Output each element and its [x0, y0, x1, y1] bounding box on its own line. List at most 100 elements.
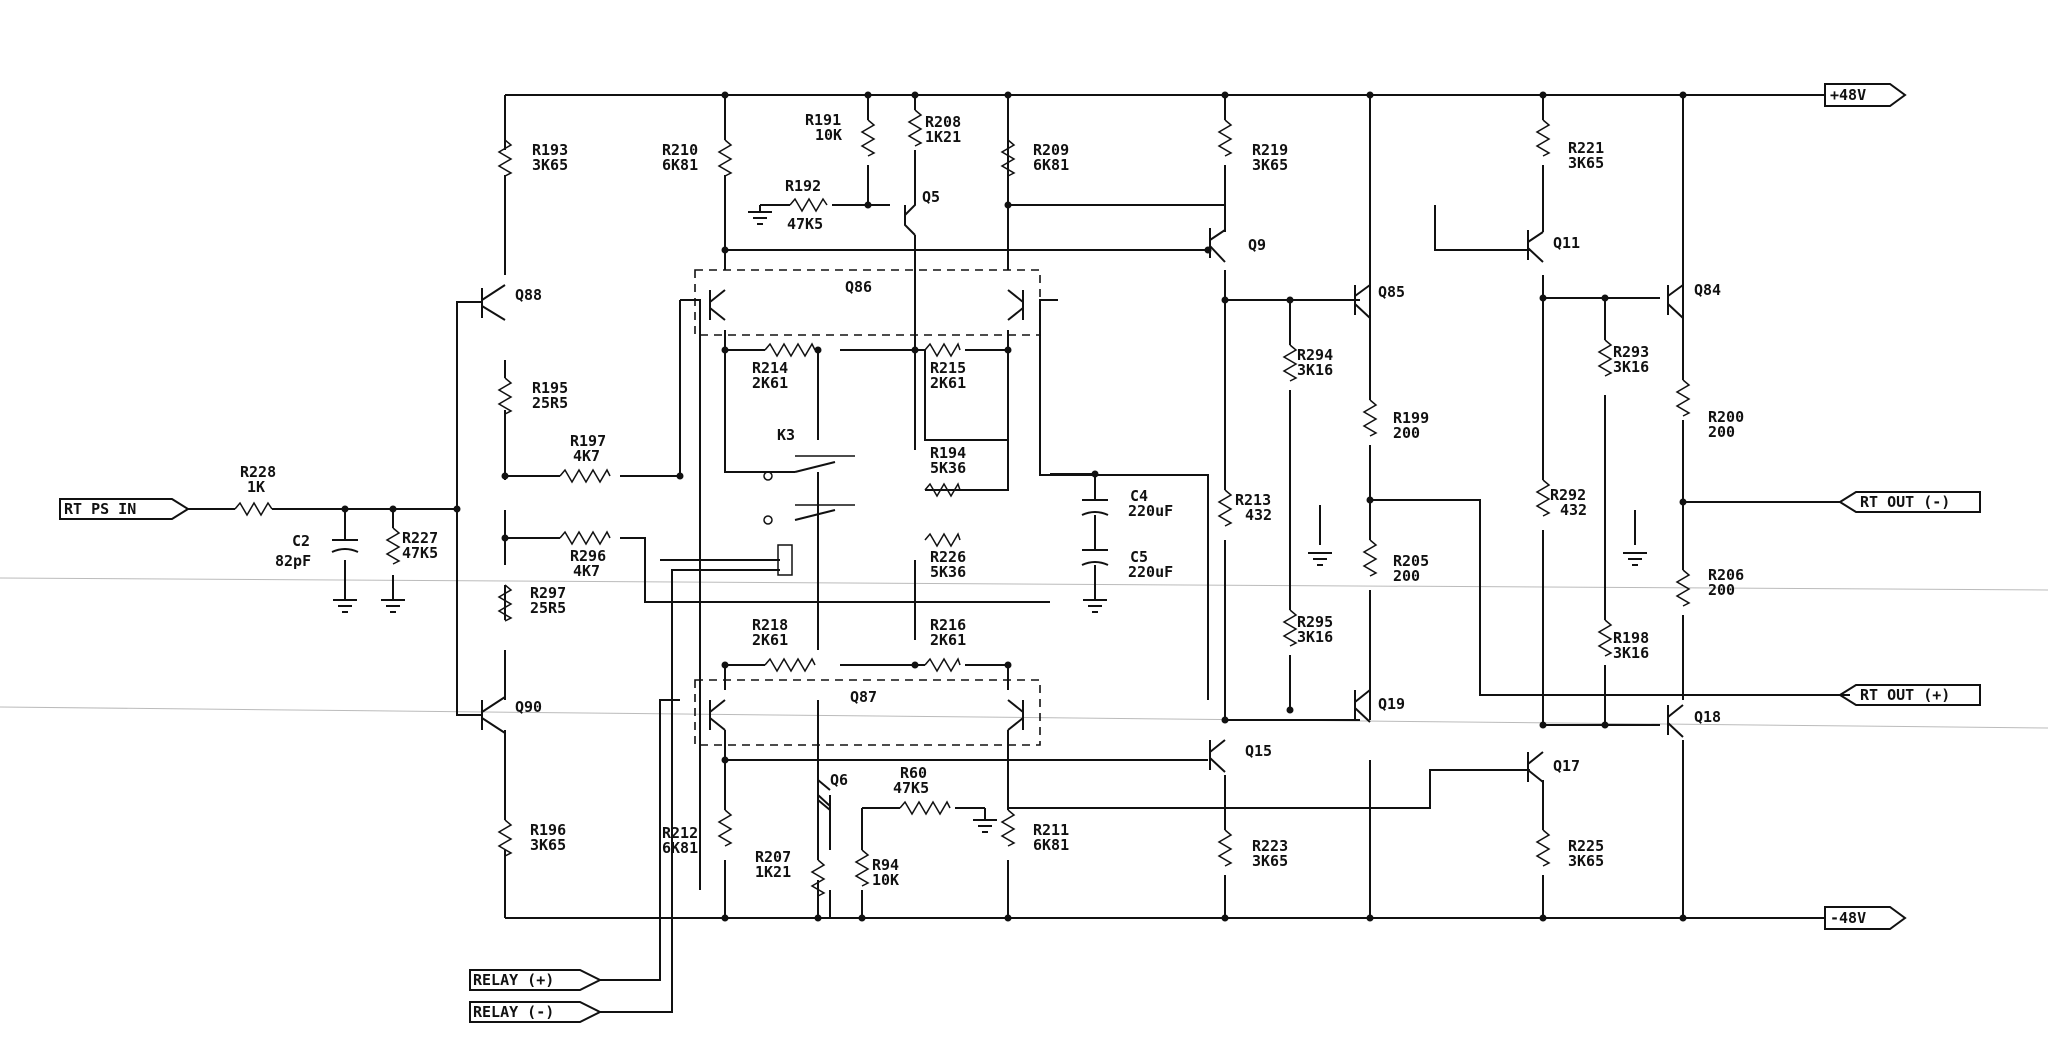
wires	[188, 95, 1850, 1013]
resistor-label: R210	[662, 141, 698, 159]
resistor-value: 3K16	[1613, 644, 1649, 662]
resistor-value: 3K16	[1613, 358, 1649, 376]
resistor-label: R215	[930, 359, 966, 377]
resistor-value: 47K5	[402, 544, 438, 562]
resistor-label: R60	[900, 764, 927, 782]
transistor-label: Q11	[1553, 234, 1580, 252]
resistor-value: 47K5	[893, 779, 929, 797]
port-label-plus-48v: +48V	[1830, 86, 1866, 104]
resistor-value: 2K61	[930, 374, 966, 392]
resistor-label: R196	[530, 821, 566, 839]
resistor-label: R214	[752, 359, 788, 377]
resistor-value: 1K21	[925, 128, 961, 146]
resistor-label: R193	[532, 141, 568, 159]
capacitor-value: 220uF	[1128, 502, 1173, 520]
resistors	[234, 109, 1691, 897]
port-rt-ps-in	[59, 498, 190, 520]
resistor-label: R226	[930, 548, 966, 566]
resistor-label: R295	[1297, 613, 1333, 631]
resistor-value: 6K81	[1033, 836, 1069, 854]
resistor-label: R293	[1613, 343, 1649, 361]
port-relay-neg	[469, 1001, 603, 1023]
resistor-value: 10K	[815, 126, 842, 144]
resistor-label: R297	[530, 584, 566, 602]
resistor-label: R225	[1568, 837, 1604, 855]
transistor-label: Q88	[515, 286, 542, 304]
port-label-relay-pos: RELAY (+)	[473, 971, 554, 989]
resistor-value: 3K65	[1252, 156, 1288, 174]
transistor-label: Q18	[1694, 708, 1721, 726]
resistor-value: 2K61	[930, 631, 966, 649]
port-relay-pos	[469, 969, 603, 991]
resistor-value: 6K81	[662, 156, 698, 174]
transistor-label: Q86	[845, 278, 872, 296]
resistor-label: R195	[532, 379, 568, 397]
transistor-label: Q19	[1378, 695, 1405, 713]
resistor-value: 3K65	[530, 836, 566, 854]
transistor-label: Q17	[1553, 757, 1580, 775]
resistor-value: 5K36	[930, 459, 966, 477]
port-label-minus-48v: -48V	[1830, 909, 1866, 927]
resistor-label: R197	[570, 432, 606, 450]
resistor-value: 25R5	[532, 394, 568, 412]
resistor-label: R206	[1708, 566, 1744, 584]
capacitor-value: 220uF	[1128, 563, 1173, 581]
ground-symbols	[333, 205, 1647, 833]
resistor-value: 432	[1245, 506, 1272, 524]
resistor-label: R192	[785, 177, 821, 195]
resistor-value: 6K81	[662, 839, 698, 857]
transistor-label: Q15	[1245, 742, 1272, 760]
transistor-label: Q9	[1248, 236, 1266, 254]
junction-dots	[341, 91, 1687, 922]
relay-k3-symbol	[763, 455, 855, 576]
resistor-value: 47K5	[787, 215, 823, 233]
resistor-label: R227	[402, 529, 438, 547]
resistor-value: 10K	[872, 871, 899, 889]
resistor-value: 4K7	[573, 562, 600, 580]
resistor-label: R207	[755, 848, 791, 866]
q86-dual-pair-box	[694, 269, 1041, 336]
transistor-label: Q5	[922, 188, 940, 206]
transistor-label: Q6	[830, 771, 848, 789]
resistor-value: 6K81	[1033, 156, 1069, 174]
capacitors	[331, 499, 1109, 566]
port-rt-out-pos	[1838, 684, 1981, 706]
resistor-label: R216	[930, 616, 966, 634]
resistor-value: 200	[1393, 567, 1420, 585]
capacitor-value: 82pF	[275, 552, 311, 570]
resistor-label: R219	[1252, 141, 1288, 159]
resistor-value: 1K21	[755, 863, 791, 881]
resistor-label: R209	[1033, 141, 1069, 159]
resistor-value: 4K7	[573, 447, 600, 465]
resistor-value: 1K	[247, 478, 265, 496]
port-label-relay-neg: RELAY (-)	[473, 1003, 554, 1021]
component-labels: R193 3K65 R195 25R5 R297 25R5 R196 3K65 …	[240, 111, 1744, 889]
q87-dual-pair-box	[694, 679, 1041, 746]
capacitor-label: C4	[1130, 487, 1148, 505]
transistor-label: Q90	[515, 698, 542, 716]
resistor-label: R205	[1393, 552, 1429, 570]
resistor-label: R194	[930, 444, 966, 462]
resistor-value: 25R5	[530, 599, 566, 617]
transistor-label: Q85	[1378, 283, 1405, 301]
resistor-label: R199	[1393, 409, 1429, 427]
resistor-label: R211	[1033, 821, 1069, 839]
resistor-value: 3K65	[1252, 852, 1288, 870]
resistor-value: 3K65	[1568, 154, 1604, 172]
transistor-label: Q87	[850, 688, 877, 706]
transistor-symbols	[481, 228, 1684, 825]
resistor-value: 3K16	[1297, 361, 1333, 379]
resistor-label: R228	[240, 463, 276, 481]
resistor-value: 200	[1708, 581, 1735, 599]
port-label-rt-out-neg: RT OUT (-)	[1860, 493, 1950, 511]
resistor-value: 432	[1560, 501, 1587, 519]
capacitor-label: C5	[1130, 548, 1148, 566]
resistor-label: R223	[1252, 837, 1288, 855]
resistor-value: 2K61	[752, 631, 788, 649]
resistor-value: 2K61	[752, 374, 788, 392]
port-plus-48v	[1824, 83, 1907, 107]
resistor-label: R200	[1708, 408, 1744, 426]
capacitor-label: C2	[292, 532, 310, 550]
resistor-label: R296	[570, 547, 606, 565]
resistor-label: R213	[1235, 491, 1271, 509]
